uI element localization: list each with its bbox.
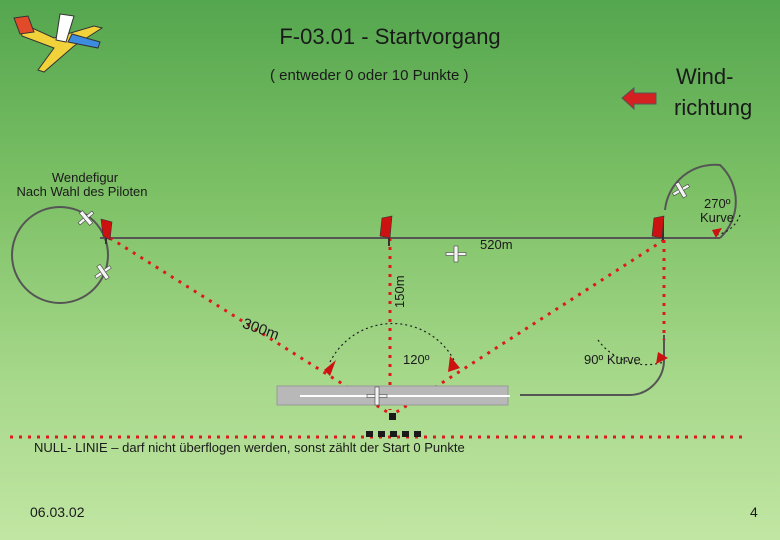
distance-150-label: 150m [392, 275, 407, 308]
page-number: 4 [750, 504, 758, 520]
dotted-guides [10, 236, 748, 439]
turn-figure-label-line1: Wendefigur [51, 170, 119, 185]
curve-90-label: 90º Kurve [584, 352, 641, 367]
airplane-icon [366, 386, 388, 406]
flag-icon [651, 215, 665, 240]
turn-figure-label-line2: Nach Wahl des Piloten [16, 184, 148, 199]
airplane-icon [672, 181, 690, 199]
airplane-icon [445, 245, 467, 263]
flight-path [11, 163, 737, 396]
arrowhead-left [324, 360, 336, 376]
start-marker [389, 413, 396, 420]
curve-270-label-line1: 270º [704, 196, 731, 211]
angle-120-label: 120º [403, 352, 430, 367]
airplane-logo-icon [13, 13, 104, 73]
page-subtitle: ( entweder 0 oder 10 Punkte ) [270, 67, 469, 84]
arrowhead-right [448, 356, 460, 372]
flag-icon [100, 218, 113, 244]
null-line-note: NULL- LINIE – darf nicht überflogen werd… [34, 440, 465, 455]
airplane-icon [94, 263, 112, 281]
null-line-markers [366, 431, 421, 437]
wind-label-line1: Wind- [676, 64, 734, 89]
page-title: F-03.01 - Startvorgang [279, 24, 501, 49]
slide-date: 06.03.02 [30, 504, 85, 520]
distance-520-label: 520m [480, 237, 513, 252]
curve-270-label-line2: Kurve [700, 210, 734, 225]
wind-label-line2: richtung [674, 95, 753, 120]
arrowhead-90 [656, 352, 668, 364]
flag-icon [379, 215, 393, 246]
airplane-icon [77, 210, 95, 226]
wind-arrow-icon [621, 86, 657, 111]
arrowhead-270 [712, 228, 722, 238]
